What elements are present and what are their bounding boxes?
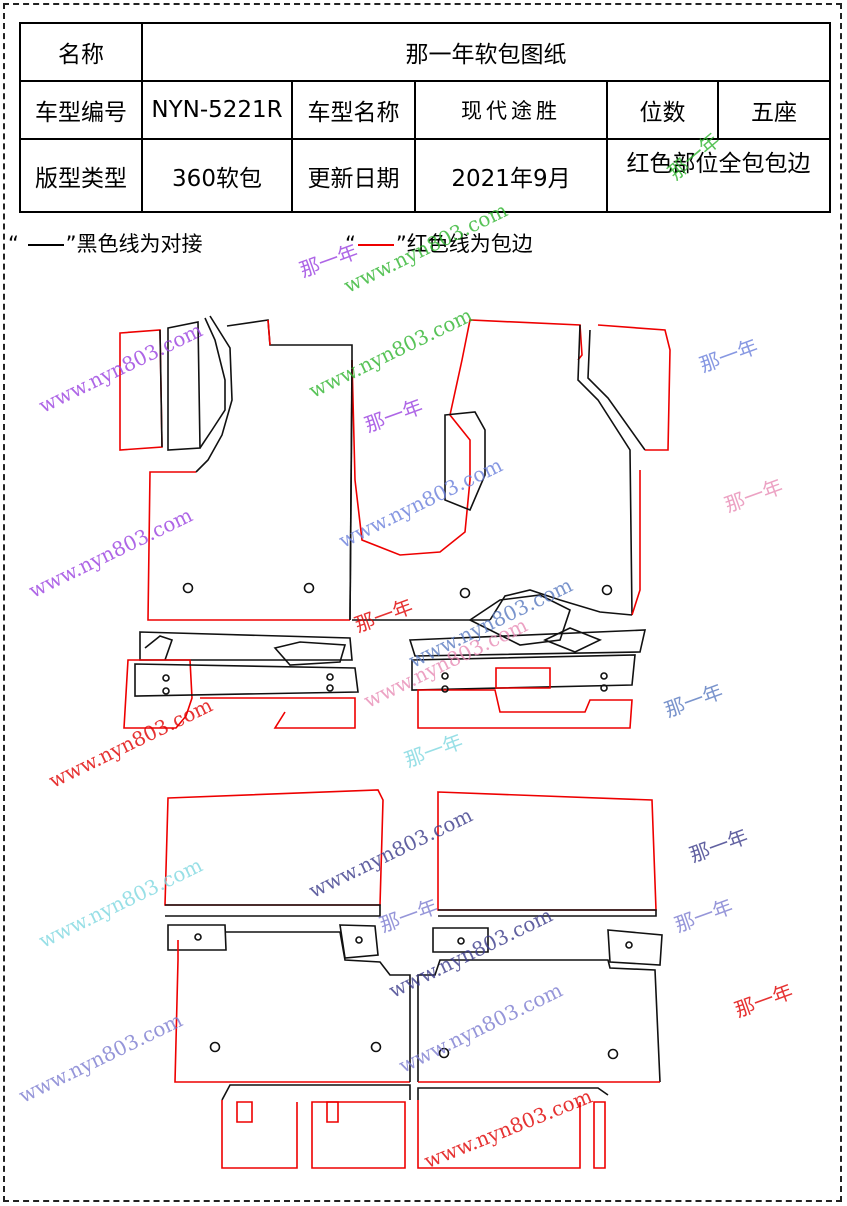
model-code-label: 车型编号: [19, 80, 143, 140]
spec-row-type: 版型类型 360软包 更新日期 2021年9月 红色部位全包包边: [19, 138, 832, 213]
rear-lower-mats: [167, 924, 663, 1083]
name-value: 那一年软包图纸: [140, 22, 832, 82]
front-strip-pieces: [123, 594, 647, 729]
red-line-swatch: [357, 244, 394, 246]
front-right-mat: [349, 319, 671, 621]
binding-note: 红色部位全包包边: [605, 138, 832, 213]
model-name-label: 车型名称: [291, 80, 416, 140]
legend-black-text: ”黑色线为对接: [65, 232, 203, 256]
model-name-value: 现代途胜: [414, 80, 608, 140]
legend-red-line: “ ”红色线为包边: [345, 228, 533, 258]
model-code-value: NYN-5221R: [141, 80, 293, 140]
legend-red-text: ”红色线为包边: [395, 232, 533, 256]
type-value: 360软包: [141, 138, 293, 213]
front-left-mat: [119, 315, 353, 621]
spec-row-model: 车型编号 NYN-5221R 车型名称 现代途胜 位数 五座: [19, 80, 832, 140]
legend-black-quote: “: [8, 232, 19, 256]
rear-trim-pieces: [221, 1084, 609, 1169]
spec-table: 名称 那一年软包图纸 车型编号 NYN-5221R 车型名称 现代途胜 位数 五…: [19, 22, 832, 213]
rear-upper-mats: [164, 789, 657, 917]
legend-black-line: “ ”黑色线为对接: [8, 228, 202, 258]
name-label: 名称: [19, 22, 143, 82]
type-label: 版型类型: [19, 138, 143, 213]
dashed-page-border: [3, 3, 842, 1202]
seats-value: 五座: [716, 80, 832, 140]
seats-label: 位数: [606, 80, 719, 140]
legend-red-quote: “: [345, 232, 356, 256]
black-line-swatch: [27, 244, 64, 246]
update-value: 2021年9月: [414, 138, 608, 213]
spec-row-name: 名称 那一年软包图纸: [19, 22, 832, 82]
update-label: 更新日期: [291, 138, 416, 213]
